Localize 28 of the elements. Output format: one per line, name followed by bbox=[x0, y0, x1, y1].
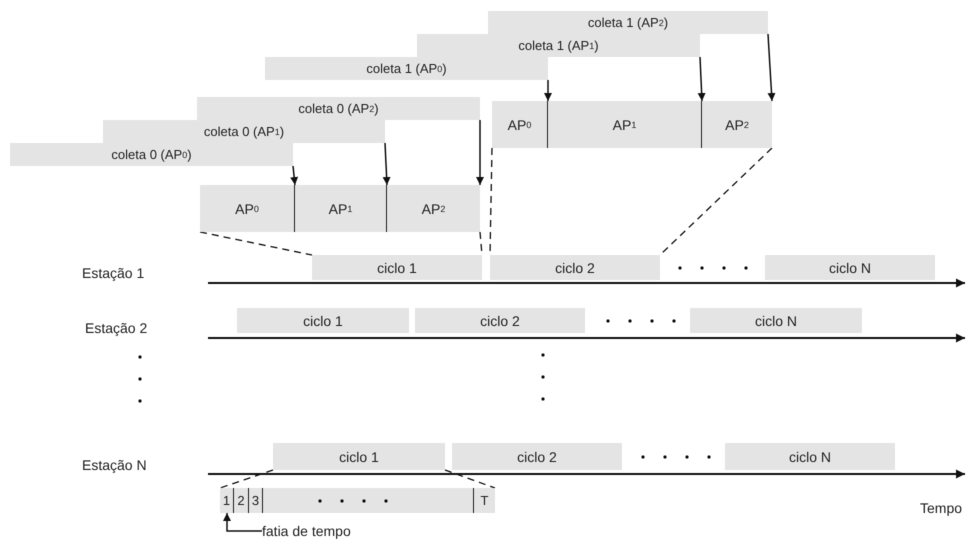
arrow bbox=[544, 80, 552, 101]
cycle-box: ciclo 1 bbox=[312, 255, 482, 280]
station-label: Estação N bbox=[82, 457, 147, 473]
cycle-box: ciclo N bbox=[690, 308, 862, 333]
zoom-line bbox=[444, 469, 496, 489]
zoom-line bbox=[220, 469, 274, 489]
cycle-box: ciclo 2 bbox=[415, 308, 585, 333]
axis-label: Tempo bbox=[920, 500, 962, 516]
arrow bbox=[698, 56, 706, 102]
arrow bbox=[290, 166, 298, 186]
arrow bbox=[382, 142, 391, 186]
station-label: Estação 1 bbox=[82, 265, 144, 281]
zoom-line bbox=[660, 148, 772, 256]
cycle-box: ciclo 1 bbox=[237, 308, 409, 333]
arrow bbox=[223, 513, 262, 532]
time-slice: 3 bbox=[249, 488, 263, 513]
cycle-box: ciclo 1 bbox=[273, 443, 445, 470]
cycle-box: ciclo 2 bbox=[490, 255, 660, 280]
slice-label: fatia de tempo bbox=[262, 522, 372, 540]
arrow bbox=[767, 34, 776, 102]
cycle-box: ciclo 2 bbox=[452, 443, 622, 470]
cycle-box: ciclo N bbox=[725, 443, 895, 470]
zoom-line bbox=[200, 231, 312, 256]
time-slice: 1 bbox=[220, 488, 234, 513]
station-label: Estação 2 bbox=[85, 320, 148, 336]
cycle-box: ciclo N bbox=[765, 255, 935, 280]
time-slice: T bbox=[473, 488, 495, 513]
arrow bbox=[476, 120, 484, 185]
